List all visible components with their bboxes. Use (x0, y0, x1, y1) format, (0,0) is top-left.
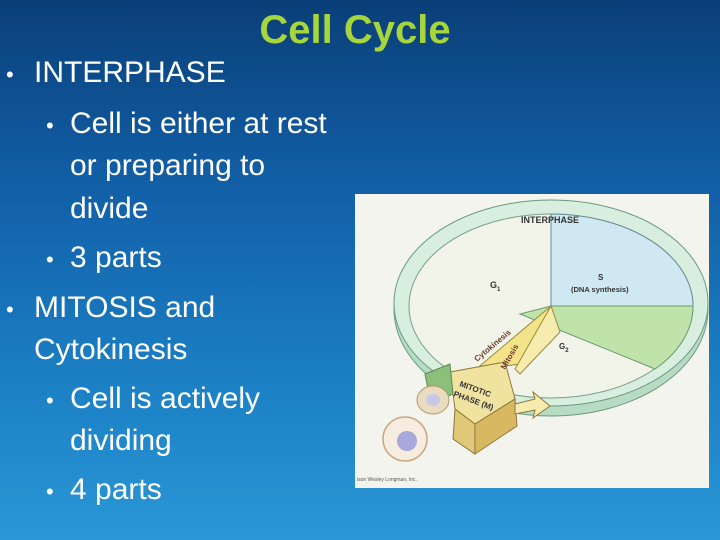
bullet-mitosis-line1: MITOSIS and (34, 291, 216, 324)
sub-bullet-4-parts: 4 parts (70, 473, 162, 506)
cytokinesis-wedge (514, 304, 561, 375)
sub-bullet-rest-line2: or preparing to (70, 149, 266, 182)
bullet-marker: • (6, 297, 14, 322)
bullet-marker: • (46, 479, 54, 504)
sub-bullet-rest-line3: divide (70, 192, 149, 225)
slide-title-text: Cell Cycle (259, 8, 451, 52)
s-label: S (598, 273, 604, 282)
bullet-marker: • (6, 62, 14, 87)
s-phase-sector (550, 213, 694, 307)
cell-cycle-diagram: INTERPHASE G1 S (DNA synthesis) G2 Cytok… (355, 194, 709, 488)
bullet-marker: • (46, 247, 54, 272)
g2-phase-sector (518, 305, 694, 370)
arrow-icon (514, 390, 551, 420)
cell-nucleus (426, 394, 440, 406)
g2-label: G2 (559, 342, 569, 354)
copyright-credit: ison Wesley Longman, Inc. (357, 477, 417, 483)
sub-bullet-dividing-line1: Cell is actively (70, 382, 261, 415)
bullet-marker: • (46, 388, 54, 413)
cell-cycle-svg: INTERPHASE G1 S (DNA synthesis) G2 Cytok… (357, 199, 709, 483)
mitotic-slab-front (474, 398, 518, 455)
g1-label: G1 (490, 280, 501, 293)
cell-nucleus (397, 431, 417, 451)
slide-title: Cell Cycle (0, 8, 720, 53)
bullet-mitosis-line2: Cytokinesis (34, 333, 188, 366)
bullet-marker: • (46, 113, 54, 138)
bullet-interphase: INTERPHASE (34, 56, 226, 89)
interphase-label: INTERPHASE (521, 215, 579, 225)
sub-bullet-dividing-line2: dividing (70, 424, 172, 457)
s-description: (DNA synthesis) (571, 285, 629, 294)
sub-bullet-3-parts: 3 parts (70, 241, 162, 274)
sub-bullet-rest-line1: Cell is either at rest (70, 107, 327, 140)
